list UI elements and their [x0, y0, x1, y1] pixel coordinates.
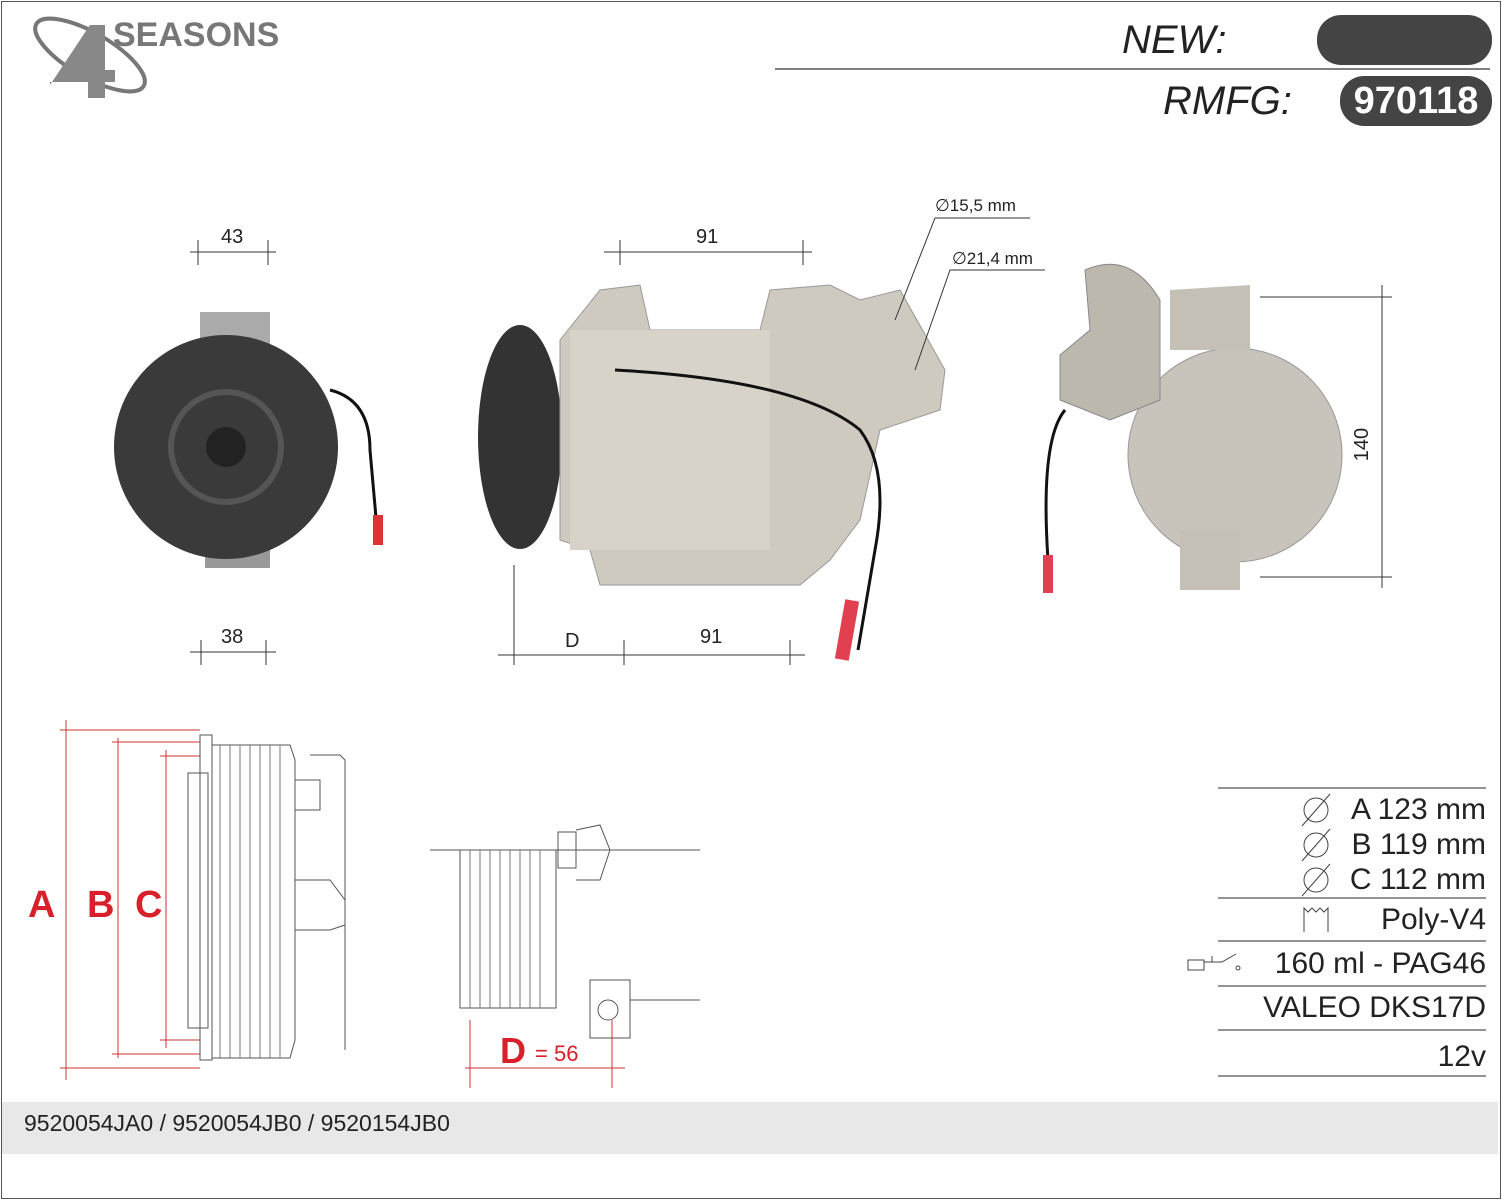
rmfg-label: RMFG:: [1163, 79, 1292, 123]
compressor-front-photo: [114, 312, 383, 568]
oil-can-icon: [1187, 953, 1241, 971]
d-value: = 56: [535, 1041, 579, 1066]
pulley-section-drawing: [60, 720, 346, 1080]
pulley-depth-drawing: [430, 824, 700, 1088]
compressor-rear-photo: [1043, 263, 1343, 593]
rmfg-value-badge: 970118: [1340, 76, 1492, 126]
spec-oil: 160 ml - PAG46: [1274, 947, 1486, 980]
spec-voltage: 12v: [1437, 1040, 1486, 1073]
belt-icon: [1303, 906, 1329, 932]
dim-front-bottom: 38: [221, 626, 244, 648]
dim-port-2: ∅21,4 mm: [952, 249, 1033, 268]
footer-band: 9520054JA0 / 9520054JB0 / 9520154JB0: [2, 1102, 1498, 1154]
spec-model: VALEO DKS17D: [1263, 991, 1486, 1024]
spec-diameter-b: B 119 mm: [1351, 828, 1487, 861]
oem-numbers: 9520054JA0 / 9520054JB0 / 9520154JB0: [24, 1110, 450, 1136]
spec-belt: Poly-V4: [1380, 903, 1486, 936]
label-c: C: [135, 884, 163, 926]
label-b: B: [87, 884, 115, 926]
dim-side-d: D: [565, 630, 580, 652]
dim-side-bottom: 91: [700, 626, 723, 648]
logo-text: SEASONS: [113, 16, 280, 54]
new-label: NEW:: [1122, 18, 1227, 62]
label-a: A: [28, 884, 56, 926]
logo-mark: [33, 16, 147, 98]
dim-front-top: 43: [221, 226, 244, 248]
diameter-icons: [1301, 793, 1331, 897]
compressor-side-photo: [478, 284, 946, 661]
dim-rear-height: 140: [1351, 427, 1374, 462]
label-d: D: [500, 1030, 526, 1071]
spec-table-rules: [1218, 787, 1486, 1077]
dim-port-1: ∅15,5 mm: [935, 196, 1016, 215]
spec-diameter-c: C 112 mm: [1349, 863, 1486, 896]
dim-side-top: 91: [696, 226, 719, 248]
new-value-badge: [1317, 15, 1492, 65]
spec-diameter-a: A 123 mm: [1350, 793, 1486, 826]
